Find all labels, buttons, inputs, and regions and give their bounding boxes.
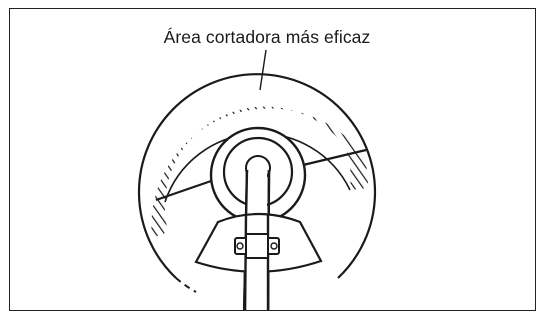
diagram-caption: Área cortadora más eficaz — [163, 27, 371, 47]
figure-frame — [9, 8, 536, 311]
